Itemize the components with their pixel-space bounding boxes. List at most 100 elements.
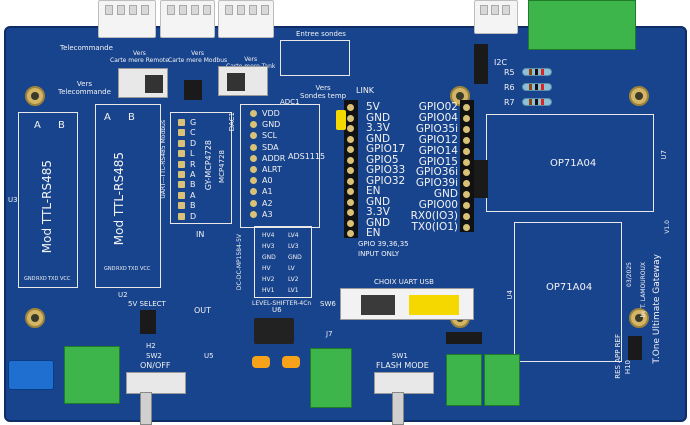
header-ads <box>474 160 488 198</box>
mcp-pin-label: D <box>190 211 197 221</box>
ls-pin-label: HV2 <box>262 276 275 283</box>
on-off-switch[interactable] <box>126 372 186 394</box>
mcp-pin-pad <box>178 160 185 168</box>
ls-pin-label: HV1 <box>262 287 275 294</box>
slide-switch-sw6[interactable] <box>340 288 474 320</box>
ls-pin-label: GND <box>262 254 276 261</box>
ads1115-label: ADS1115 <box>288 152 326 161</box>
h10-label: H10 <box>624 360 632 375</box>
module-ttl-rs485-u2 <box>95 104 161 288</box>
ads-pin-pad <box>250 188 257 196</box>
flash-mode-switch-lever[interactable] <box>392 392 404 425</box>
flash-mode-switch[interactable] <box>374 372 434 394</box>
vers-telecommande-label: Vers Telecommande <box>58 80 111 96</box>
esp-right-pin-label: GPIO00 <box>418 199 458 212</box>
esp-right-pin-pad <box>463 114 470 122</box>
bottom-pin-label: GND <box>104 266 116 272</box>
res-app-ref-label: RES APP REF <box>614 334 622 379</box>
ads-pin-label: VDD <box>262 109 280 118</box>
board-author: by T. LAMOUROUX <box>640 262 647 318</box>
esp-right-pin-pad <box>463 158 470 166</box>
terminal-block-right-2 <box>484 354 520 406</box>
module-ttl-rs485-label-b: Mod TTL-RS485 <box>112 152 126 246</box>
esp-left-pin-label: GPIO17 <box>366 143 406 155</box>
module-ads1115 <box>240 104 320 228</box>
ads-pin-label: SDA <box>262 142 279 152</box>
esp-right-pin-label: GPIO12 <box>418 133 458 146</box>
ls-pin-label: HV4 <box>262 232 275 239</box>
adc1-label: ADC1 <box>280 98 300 106</box>
mcp-pin-label: G <box>190 118 197 127</box>
slide-switch-tank[interactable] <box>218 66 268 96</box>
uart-ttl-label: UART---TTL-RS485 Modbus <box>160 120 167 199</box>
gpio-note-label: GPIO 39,36,35 <box>358 240 409 248</box>
esp-right-pin-label: RX0(IO3) <box>410 210 458 222</box>
sw2-label: SW2 <box>146 352 162 360</box>
esp-right-pin-pad <box>463 191 470 199</box>
mcp-pin-label: A <box>190 170 196 179</box>
ads-pin-label: SCL <box>262 131 278 141</box>
esp-right-pin-label: GPIO02 <box>418 101 458 113</box>
module-level-shifter <box>254 226 312 298</box>
module-op71a04-u4 <box>514 222 622 362</box>
u3-label: U3 <box>8 196 18 204</box>
terminal-block-power <box>64 346 120 404</box>
choix-uart-usb-label: CHOIX UART USB <box>374 278 434 286</box>
bottom-pin-label: VCC <box>60 276 71 282</box>
esp-left-pin-label: EN <box>366 185 381 197</box>
esp-left-pin-label: GPIO32 <box>366 174 406 187</box>
mounting-hole <box>629 86 649 106</box>
ads-pin-pad <box>250 154 257 162</box>
resistor-label: R7 <box>504 98 515 107</box>
esp-left-pin-pad <box>347 167 354 174</box>
jst-connector-i2c <box>474 0 518 34</box>
mcp4728-b-label: MCP4728 <box>218 150 226 183</box>
ads-pin-pad <box>250 166 257 173</box>
mcp4728-label: GY-MCP4728 <box>204 140 213 191</box>
mcp-pin-pad <box>178 150 185 158</box>
esp-right-pin-label: GPIO39i <box>415 177 458 190</box>
vers-carte-mere-modbus-label: Vers Carte mere Modbus <box>168 50 228 64</box>
terminal-block-top-right <box>528 0 636 50</box>
esp-left-pin-pad <box>347 146 354 153</box>
ads-pin-label: A3 <box>262 209 273 219</box>
mounting-hole <box>25 308 45 328</box>
esp-left-pin-label: 5V <box>366 101 380 113</box>
esp-right-pin-pad <box>463 180 470 188</box>
ads-pin-label: A2 <box>262 198 273 208</box>
esp-left-pin-pad <box>347 219 354 227</box>
level-shifter-label: LEVEL-SHIFTER-4Cn <box>252 300 312 307</box>
on-off-label: ON/OFF <box>140 361 171 370</box>
vers-sondes-temp-label: Vers Sondes temp <box>300 84 347 100</box>
mcp-pin-label: C <box>190 128 196 138</box>
esp-left-pin-label: EN <box>366 227 381 239</box>
ads-pin-pad <box>250 210 257 218</box>
flash-mode-label: FLASH MODE <box>376 361 429 370</box>
ads-pin-label: GND <box>262 120 281 130</box>
esp-left-pin-label: 3.3V <box>366 206 390 218</box>
ads-pin-pad <box>250 110 257 117</box>
header-pins-right <box>446 332 482 344</box>
ads-pin-label: ALRT <box>262 165 282 174</box>
ab-label: A <box>34 120 41 131</box>
ls-pin-label-r: LV3 <box>288 243 299 250</box>
slide-switch-remote[interactable] <box>118 68 168 98</box>
op71a04-label-2: OP71A04 <box>546 282 593 293</box>
resistor-label: R6 <box>504 83 515 92</box>
h2-label: H2 <box>146 342 156 350</box>
dc-jack-blue <box>8 360 54 390</box>
on-off-switch-lever[interactable] <box>140 392 152 425</box>
esp-left-pin-label: GND <box>366 216 391 229</box>
ls-pin-label-r: LV4 <box>288 232 299 239</box>
vers-carte-mere-remote-label: Vers Carte mere Remote <box>110 50 169 64</box>
esp-right-pin-pad <box>463 169 470 177</box>
j7-label: J7 <box>326 330 333 338</box>
esp-right-pin-label: GPIO04 <box>418 111 458 124</box>
mounting-hole <box>25 86 45 106</box>
terminal-block-j7 <box>310 348 352 408</box>
mcp-pin-label: L <box>190 149 195 159</box>
header-h10 <box>628 336 642 360</box>
esp-right-pin-label: GPIO36i <box>415 166 458 179</box>
jumper-5v-select <box>140 310 156 334</box>
op71a04-label-1: OP71A04 <box>550 158 597 169</box>
